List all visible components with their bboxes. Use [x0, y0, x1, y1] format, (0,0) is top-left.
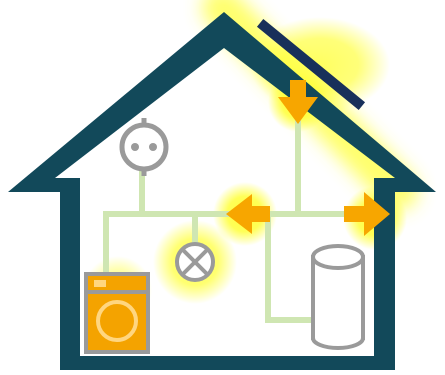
water-tank-icon	[313, 246, 363, 348]
power-socket-icon	[122, 118, 166, 176]
lamp-icon	[177, 244, 213, 280]
wire-tank-loop	[268, 214, 312, 320]
washing-machine-icon	[86, 274, 148, 352]
